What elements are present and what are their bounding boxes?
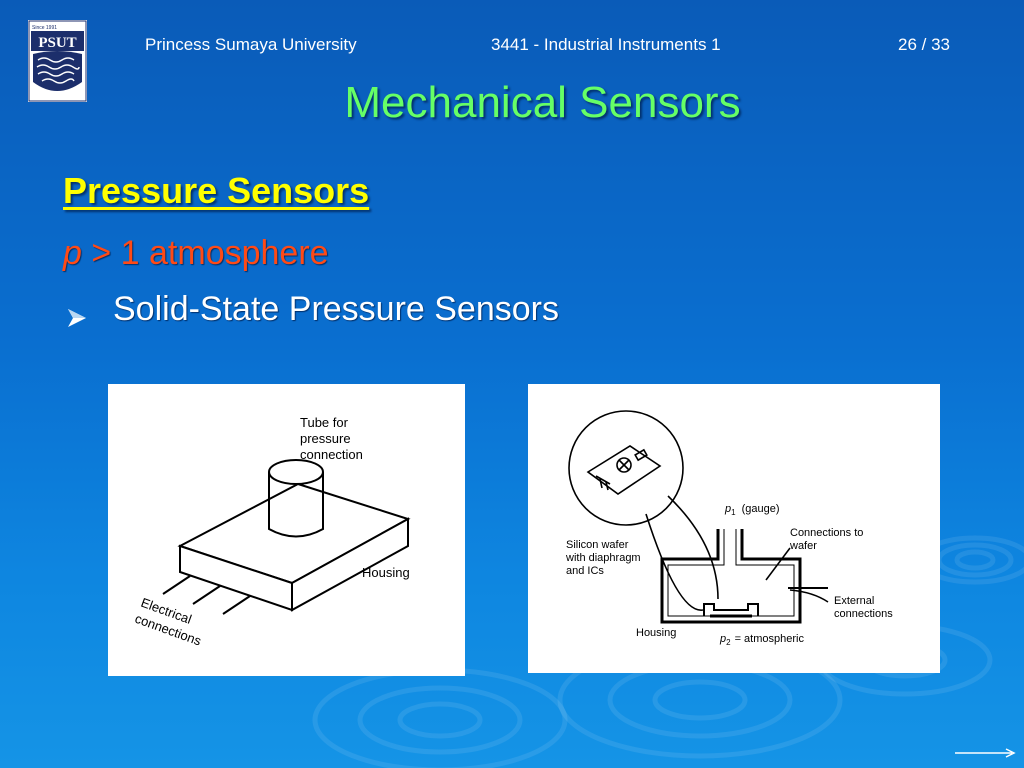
silicon-label-line1: Silicon wafer [566, 539, 629, 551]
p1-subscript: 1 [731, 508, 736, 517]
p2-atmospheric-text: = atmospheric [735, 633, 805, 645]
tube-label-line1: Tube for [300, 415, 349, 430]
slide-title: Mechanical Sensors [344, 78, 741, 127]
arrow-bullet-icon [65, 300, 89, 339]
psut-logo: Since 1991 PSUT [28, 20, 87, 102]
connections-label-line2: wafer [789, 540, 817, 552]
header-university: Princess Sumaya University [145, 35, 357, 54]
header-page-number: 26 / 33 [898, 35, 950, 54]
sub-heading: Pressure Sensors [63, 170, 370, 211]
housing-label: Housing [362, 565, 410, 580]
tube-label-line2: pressure [300, 431, 351, 446]
solid-state-sensor-figure: p1(gauge) Connections to wafer Silicon w… [528, 384, 940, 673]
silicon-label-line2: with diaphragm [565, 552, 641, 564]
sensor-housing-figure: Tube for pressure connection Housing Ele… [108, 384, 465, 676]
connections-label-line1: Connections to [790, 527, 863, 539]
external-label-line2: connections [834, 608, 893, 620]
tube-label-line3: connection [300, 447, 363, 462]
bullet-text: Solid-State Pressure Sensors [113, 290, 559, 328]
silicon-label-line3: and ICs [566, 565, 604, 577]
header-course: 3441 - Industrial Instruments 1 [491, 35, 721, 54]
p1-variable: p [724, 503, 731, 515]
pressure-condition-text: > 1 atmosphere [81, 234, 329, 272]
right-housing-label: Housing [636, 627, 676, 639]
logo-text: PSUT [38, 35, 76, 51]
p2-variable: p [719, 633, 726, 645]
p2-subscript: 2 [726, 638, 731, 647]
p1-gauge-text: (gauge) [742, 503, 780, 515]
p2-label: p2 = atmospheric [719, 633, 804, 647]
pressure-condition: p > 1 atmosphere [63, 234, 329, 273]
next-slide-arrow-icon[interactable] [954, 746, 1016, 764]
external-label-line1: External [834, 595, 874, 607]
logo-since-text: Since 1991 [32, 25, 57, 31]
pressure-variable: p [63, 234, 82, 272]
p1-label: p1 (gauge) [724, 503, 780, 517]
